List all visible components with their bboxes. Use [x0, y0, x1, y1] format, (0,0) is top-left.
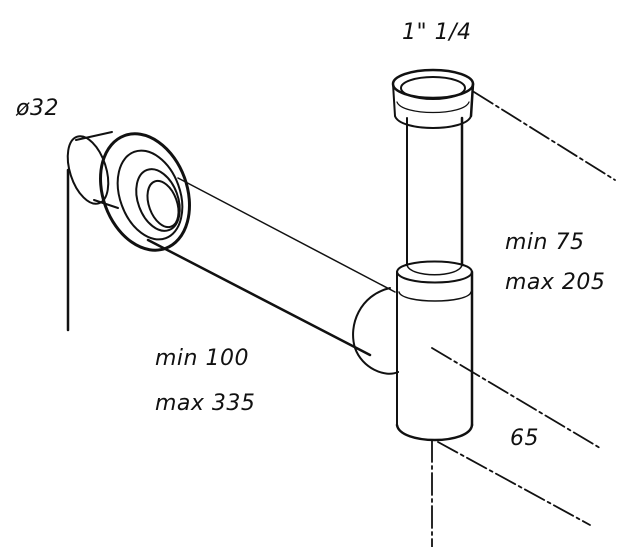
wall-flange [60, 121, 205, 262]
thread-size-label: 1" 1/4 [402, 20, 472, 45]
middle-reference-line [432, 348, 600, 448]
depth-label: 65 [510, 426, 539, 451]
top-reference-line [474, 92, 615, 180]
horizontal-max-label: max 335 [155, 391, 256, 416]
bottom-reference-line [438, 442, 590, 525]
horizontal-min-label: min 100 [155, 346, 249, 371]
dimension-lines [432, 92, 615, 547]
vertical-max-label: max 205 [505, 270, 606, 295]
horizontal-pipe [148, 178, 395, 355]
vertical-min-label: min 75 [505, 230, 585, 255]
elbow-joint [353, 288, 398, 374]
trap-body [397, 262, 472, 441]
top-nut [393, 70, 473, 128]
vertical-pipe [407, 118, 462, 275]
outlet-diameter-label: ø32 [16, 96, 59, 121]
